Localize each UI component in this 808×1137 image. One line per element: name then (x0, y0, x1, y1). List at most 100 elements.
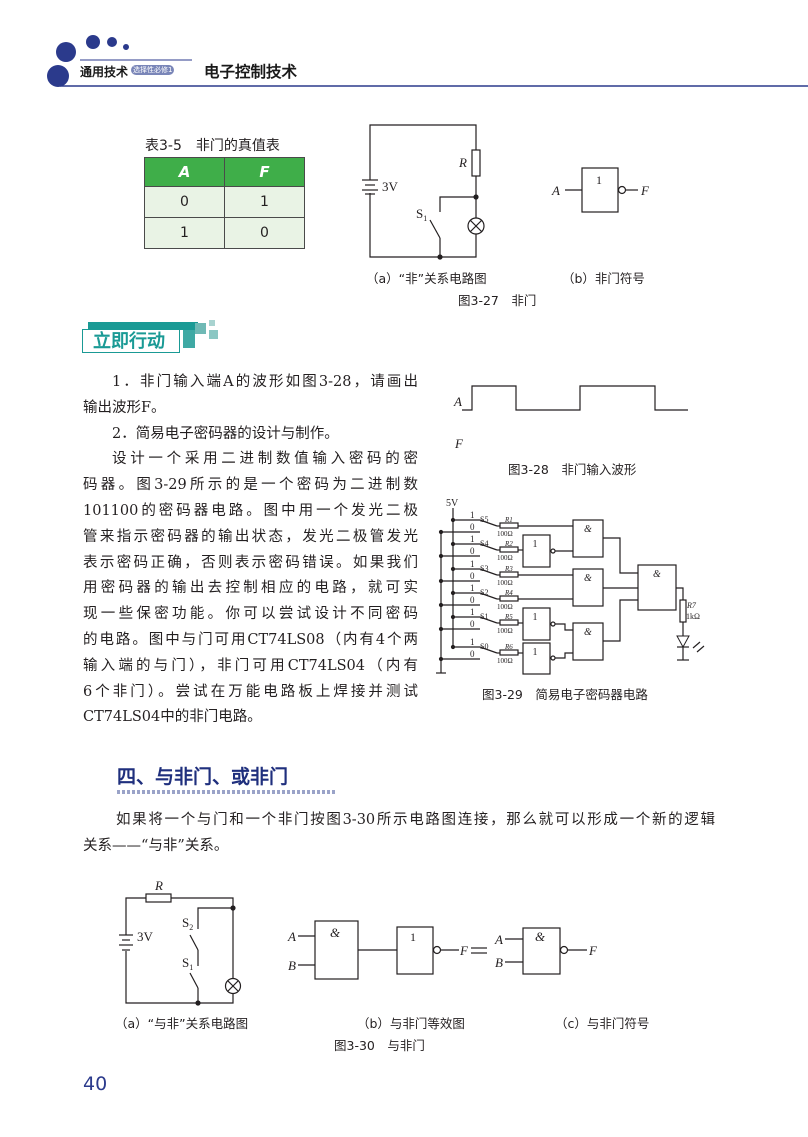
switch-position-1: 1 (470, 534, 475, 544)
input-label: A (453, 394, 462, 409)
gate-label: & (653, 569, 661, 580)
resistance-label: 100Ω (497, 627, 513, 635)
junction (450, 644, 456, 650)
not-gate (522, 642, 551, 675)
resistance-label: 100Ω (497, 530, 513, 538)
table-cell: 1 (224, 186, 305, 218)
wire (696, 645, 705, 653)
text-line: CT74LS04中的非门电路。 (83, 709, 262, 726)
inverter-bubble (550, 548, 556, 554)
figure-caption: 图3-30 与非门 (334, 1038, 425, 1053)
not-circuit-diagram: 3V R S1 (362, 124, 485, 260)
text-line: 设计一个采用二进制数值输入密码的密 (112, 451, 418, 468)
wire (479, 646, 498, 654)
resistance-label: 1kΩ (686, 612, 700, 621)
led-icon (676, 635, 690, 649)
wire (555, 652, 573, 659)
figure-3-30: 3V R S2 S1 & A B 1 F & A B F (119, 878, 598, 1006)
junction (450, 590, 456, 596)
junction (438, 656, 444, 662)
resistance-label: 100Ω (497, 657, 513, 665)
wire (479, 543, 498, 551)
table-cell: 0 (144, 186, 225, 218)
text-line: 输入端的与门），非门可用CT74LS04（内有 (83, 657, 418, 674)
gate-label: & (584, 573, 592, 584)
text-line: 2．简易电子密码器的设计与制作。 (112, 425, 339, 442)
not-gate (522, 534, 551, 568)
wire (479, 592, 498, 600)
junction (438, 626, 444, 632)
wire (479, 568, 498, 576)
caption-a: （a）“与非”关系电路图 (115, 1016, 249, 1031)
gate-label: 1 (533, 612, 538, 623)
input-label: A (494, 932, 503, 947)
dot-icon (86, 35, 100, 49)
switch-label: S0 (480, 642, 488, 651)
switch-position-1: 1 (470, 510, 475, 520)
junction (438, 553, 444, 559)
input-label: A (551, 183, 560, 198)
caption-c: （c）与非门符号 (555, 1016, 650, 1031)
junction (450, 541, 456, 547)
input-label: A (287, 929, 296, 944)
resistor-label: R7 (686, 601, 697, 610)
resistor-label: R1 (504, 516, 513, 524)
switch-position-1: 1 (470, 637, 475, 647)
switch-s1 (189, 972, 199, 989)
text-line: 输出波形F。 (83, 399, 166, 416)
text-line: 关系——“与非”关系。 (83, 837, 229, 854)
text-line: 101100的密码器电路。图中用一个发光二极 (83, 502, 418, 519)
switch-label: S4 (480, 539, 488, 548)
switch-position-0: 0 (470, 571, 475, 581)
switch-label: S1 (480, 612, 488, 621)
resistor-label: R2 (504, 540, 513, 548)
text-line: 表示密码正确，否则表示密码错误。如果我们 (83, 554, 418, 571)
nand-circuit-diagram: 3V R S2 S1 (119, 878, 242, 1006)
text-line: 如果将一个与门和一个非门按图3-30所示电路图连接，那么就可以形成一个新的逻辑 (116, 812, 715, 828)
resistor-label: R (458, 155, 467, 170)
inverter-bubble (550, 621, 556, 627)
supply-label: 5V (446, 498, 459, 509)
resistor-label: R4 (504, 589, 513, 597)
switch-position-0: 0 (470, 522, 475, 532)
switch-position-1: 1 (470, 607, 475, 617)
switch-label: S3 (480, 564, 488, 573)
dot-icon (47, 65, 69, 87)
switch-label: S2 (182, 915, 193, 932)
dot-icon (123, 44, 129, 50)
text-line: 1．非门输入端A的波形如图3-28，请画出 (112, 374, 418, 390)
resistor-label: R6 (504, 643, 513, 651)
not-gate-symbol: 1 A F (551, 167, 650, 213)
battery-label: 3V (382, 179, 399, 194)
switch-label: S1 (416, 206, 427, 223)
figure-3-27: 3V R S1 1 A F (362, 124, 650, 260)
section-text: 如果将一个与门和一个非门按图3-30所示电路图连接，那么就可以形成一个新的逻辑 … (83, 808, 715, 860)
output-label: F (588, 943, 598, 958)
resistor-label: R3 (504, 565, 513, 573)
junction (450, 517, 456, 523)
resistor (145, 893, 172, 903)
gate-label: & (330, 925, 341, 940)
switch-label: S5 (480, 515, 488, 524)
figure-caption: 图3-28 非门输入波形 (508, 462, 637, 477)
text-line: 码器。图3-29所示的是一个密码为二进制数 (83, 477, 418, 494)
input-label: B (495, 955, 503, 970)
switch (429, 219, 441, 239)
text-line: 用密码器的输出去控制相应的电路，就可实 (83, 580, 418, 597)
resistor-label: R (154, 878, 163, 893)
junction (450, 614, 456, 620)
page-number: 40 (83, 1073, 108, 1095)
table-title: 表3-5 非门的真值表 (145, 138, 280, 154)
wire (555, 623, 573, 631)
switch-position-0: 0 (470, 649, 475, 659)
switch-position-0: 0 (470, 595, 475, 605)
gate-label: 1 (533, 539, 538, 550)
resistance-label: 100Ω (497, 603, 513, 611)
wire (603, 537, 638, 574)
output-label: F (454, 436, 464, 451)
junction (450, 566, 456, 572)
